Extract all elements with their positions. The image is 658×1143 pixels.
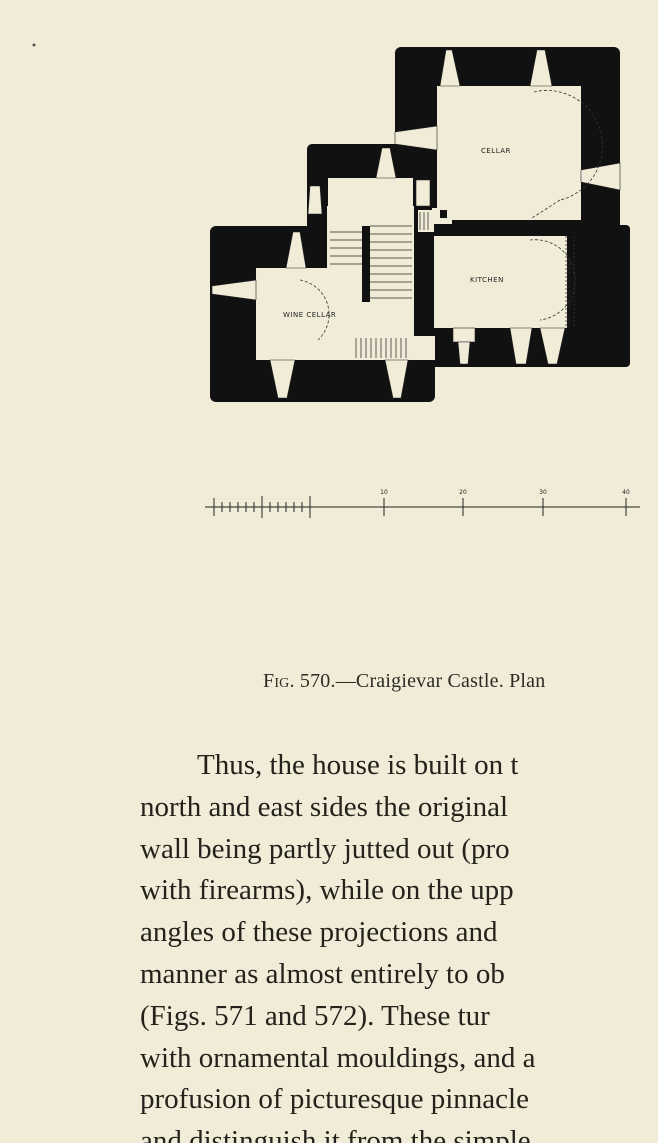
plan-rooms: [256, 86, 581, 360]
body-line: with ornamental mouldings, and a: [140, 1041, 536, 1074]
body-line: north and east sides the original: [140, 790, 509, 823]
floor-plan-figure: CELLAR KITCHEN WINE CELLAR FIREPLACE MOD…: [32, 43, 630, 402]
figure-caption: Fig. 570.—Craigievar Castle. Plan: [263, 670, 545, 693]
cellar-label: CELLAR: [481, 147, 511, 155]
door-detail: [419, 212, 429, 230]
lobby: [351, 336, 435, 360]
staircase: [330, 225, 412, 302]
pillar-block: [440, 210, 447, 218]
caption-label: Fig. 570.: [263, 670, 336, 692]
fireplace-label: FIREPLACE MODERNIZED: [567, 258, 573, 327]
wine-cellar-label: WINE CELLAR: [283, 311, 336, 319]
door-swings: [299, 90, 603, 341]
body-line: Thus, the house is built on t: [197, 749, 519, 781]
page-speck: [32, 43, 36, 47]
kitchen-windows: [452, 327, 566, 365]
body-line: and distinguish it from the simple: [140, 1125, 531, 1143]
body-line: (Figs. 571 and 572). These tur: [140, 999, 490, 1032]
kitchen-label: KITCHEN: [470, 276, 504, 284]
body-line: angles of these projections and: [140, 916, 498, 949]
scale-mark-10: 10: [380, 489, 388, 496]
stair-hall: [327, 206, 414, 336]
caption-text: —Craigievar Castle. Plan: [335, 670, 546, 692]
body-paragraph: Thus, the house is built on t north and …: [140, 745, 658, 1143]
kitchen-room: [434, 236, 567, 328]
stair-landing: [328, 178, 413, 206]
body-line: wall being partly jutted out (pro: [140, 832, 510, 865]
body-line: with firearms), while on the upp: [140, 874, 514, 907]
scale-bar: 10 20 30 40: [205, 489, 640, 518]
body-line: profusion of picturesque pinnacle: [140, 1083, 529, 1116]
scale-mark-30: 30: [539, 489, 547, 496]
lobby-grating: [355, 338, 407, 358]
scale-mark-20: 20: [459, 489, 467, 496]
cellar-room: [437, 86, 581, 220]
scale-mark-40: 40: [622, 489, 630, 496]
window-embrasures: [211, 49, 621, 399]
fireplace: [565, 236, 575, 328]
body-line: manner as almost entirely to ob: [140, 957, 505, 990]
